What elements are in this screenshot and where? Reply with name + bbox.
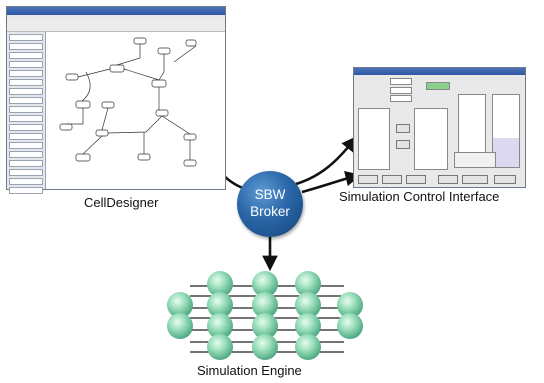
add-button[interactable] — [396, 124, 410, 133]
sci-label: Simulation Control Interface — [339, 189, 500, 204]
start-time-field[interactable] — [390, 78, 412, 85]
status-field — [426, 82, 450, 90]
sci-titlebar — [354, 68, 525, 75]
species-list[interactable] — [358, 108, 390, 170]
sbw-broker-node: SBW Broker — [237, 171, 303, 237]
stop-button[interactable] — [382, 175, 402, 184]
export-button[interactable] — [462, 175, 488, 184]
pathway-diagram — [59, 37, 197, 167]
close-button[interactable] — [494, 175, 516, 184]
arrow-to-sci-upper — [295, 135, 358, 186]
selected-list[interactable] — [414, 108, 448, 170]
celldesigner-titlebar — [7, 7, 225, 21]
celldesigner-canvas[interactable] — [46, 32, 225, 189]
clear-button[interactable] — [406, 175, 426, 184]
celldesigner-window — [6, 6, 226, 194]
axis-y-list[interactable] — [492, 94, 520, 168]
end-time-field[interactable] — [390, 87, 412, 94]
celldesigner-palette[interactable] — [7, 32, 46, 194]
run-button[interactable] — [358, 175, 378, 184]
window-controls[interactable] — [205, 8, 223, 21]
simulation-engine-network — [167, 271, 363, 360]
celldesigner-toolbar[interactable] — [7, 21, 225, 32]
plot-button[interactable] — [438, 175, 458, 184]
remove-button[interactable] — [396, 140, 410, 149]
celldesigner-label: CellDesigner — [84, 195, 159, 210]
arrow-to-sci-lower — [301, 170, 362, 194]
broker-line1: SBW — [254, 187, 286, 202]
info-panel — [454, 152, 496, 168]
broker-line2: Broker — [250, 204, 290, 219]
points-field[interactable] — [390, 95, 412, 102]
engine-label: Simulation Engine — [197, 363, 302, 378]
simulation-control-window — [353, 67, 526, 188]
